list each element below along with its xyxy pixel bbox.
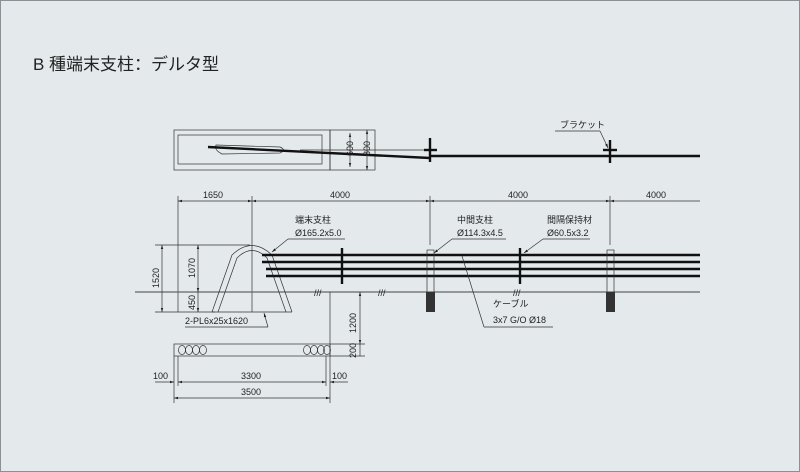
cable-spec: 3x7 G/O Ø18	[493, 315, 546, 325]
span-3: 4000	[508, 190, 528, 200]
end-post-spec: Ø165.2x5.0	[295, 228, 342, 238]
dim-edge-right: 100	[332, 371, 347, 381]
dim-200: 200	[348, 343, 358, 358]
dim-total: 3500	[241, 387, 261, 397]
dim-450: 450	[187, 295, 197, 310]
ground-hatch: ///	[378, 288, 386, 298]
span-1: 1650	[203, 190, 223, 200]
plan-dim-600: 600	[345, 141, 355, 156]
dim-edge-left: 100	[153, 371, 168, 381]
bracket-label: ブラケット	[560, 119, 605, 130]
plan-view: 600 800 ブラケット	[173, 119, 700, 171]
middle-post-2	[606, 249, 615, 312]
dim-inner: 3300	[241, 371, 261, 381]
middle-post-label: 中間支柱	[457, 214, 493, 225]
plan-post-1	[424, 138, 437, 162]
elevation-view: 1650 4000 4000 4000 /// /// /// 端末支柱 Ø16…	[135, 190, 700, 358]
plan-dim-800: 800	[362, 141, 372, 156]
plan-post-2	[603, 140, 617, 163]
span-2: 4000	[330, 190, 350, 200]
spacer-label: 間隔保持材	[547, 214, 592, 225]
cables	[262, 253, 700, 278]
plate-label: 2-PL6x25x1620	[185, 316, 248, 326]
cable-label: ケーブル	[493, 298, 528, 309]
dim-1520: 1520	[151, 268, 161, 288]
drawing-title: B 種端末支柱：デルタ型	[33, 55, 220, 74]
dim-1070: 1070	[187, 258, 197, 278]
dim-1200: 1200	[348, 313, 358, 333]
middle-post-spec: Ø114.3x4.5	[457, 228, 503, 238]
foundation-view: 100 3300 100 3500	[153, 343, 348, 403]
ground-hatch: ///	[513, 288, 521, 298]
middle-post-1	[426, 249, 435, 312]
span-4: 4000	[646, 190, 666, 200]
spacer-spec: Ø60.5x3.2	[547, 228, 589, 238]
ground-hatch: ///	[314, 288, 322, 298]
end-post-label: 端末支柱	[295, 214, 331, 225]
